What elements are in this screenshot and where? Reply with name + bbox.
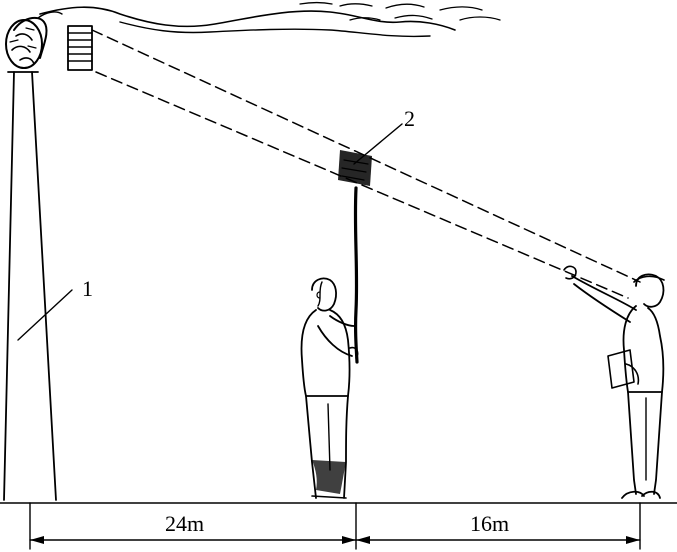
distance-label-right: 16m [470, 511, 509, 536]
callout-1: 1 [17, 276, 93, 341]
smoke-chart-on-pole [338, 150, 372, 364]
projected-chart [67, 25, 93, 71]
dimension-lines: 24m 16m [0, 502, 677, 550]
smoke-plume [39, 1, 501, 38]
distance-label-left: 24m [165, 511, 204, 536]
chart-holder-person [300, 277, 359, 499]
callout-1-label: 1 [82, 276, 93, 301]
chimney [3, 11, 63, 501]
smoke-billow [5, 11, 63, 69]
callout-2: 2 [353, 106, 415, 165]
observer-person [563, 265, 665, 499]
sight-lines [91, 29, 641, 299]
callout-2-label: 2 [404, 106, 415, 131]
